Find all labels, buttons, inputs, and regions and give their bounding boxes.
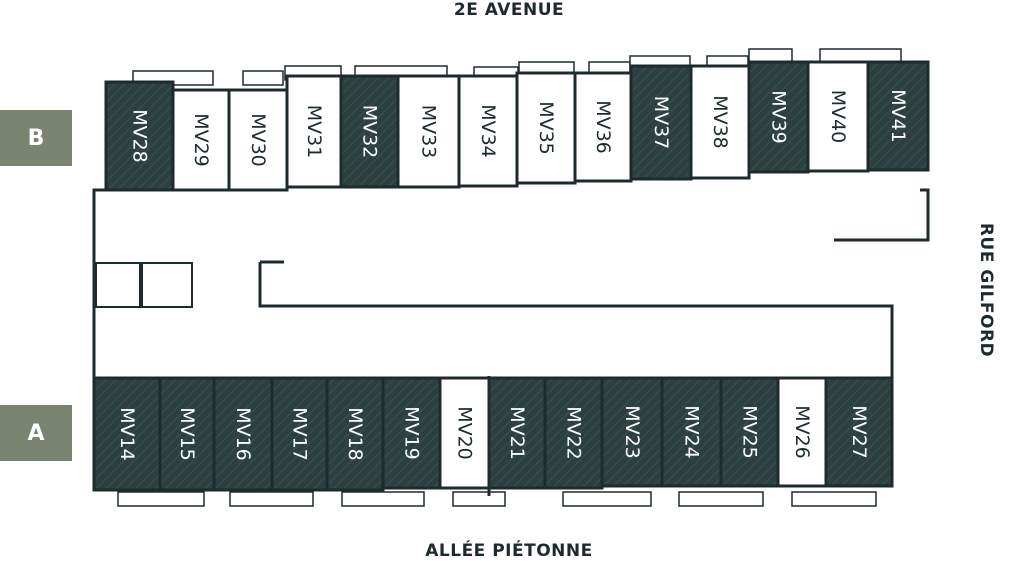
unit-shape[interactable] (747, 60, 810, 174)
unit-label: MV30 (247, 113, 269, 167)
corridor-outline (92, 188, 930, 378)
unit-mv14[interactable]: MV14 (92, 376, 162, 492)
unit-mv15[interactable]: MV15 (158, 376, 216, 492)
service-rooms (95, 262, 193, 308)
street-label-top: 2E AVENUE (453, 0, 565, 20)
unit-row-a: MV14 MV15 MV16 MV17 MV18 MV19 MV20 MV21 MV22 MV23… (92, 376, 894, 492)
unit-mv19[interactable]: MV19 (381, 376, 442, 490)
unit-mv40[interactable]: MV40 (806, 60, 870, 173)
balcony (678, 491, 764, 507)
unit-mv28[interactable]: MV28 (104, 80, 175, 192)
section-tag-a[interactable]: A (0, 405, 72, 461)
unit-label: MV21 (506, 406, 528, 460)
unit-mv16[interactable]: MV16 (212, 376, 274, 492)
unit-shape[interactable] (866, 60, 930, 172)
balcony (452, 491, 506, 507)
unit-mv32[interactable]: MV32 (339, 74, 400, 189)
unit-mv35[interactable]: MV35 (515, 71, 577, 185)
unit-shape[interactable] (515, 71, 577, 185)
unit-mv17[interactable]: MV17 (270, 376, 329, 492)
section-tag-b[interactable]: B (0, 110, 72, 166)
unit-label: MV22 (563, 406, 585, 460)
unit-shape[interactable] (457, 74, 519, 188)
unit-shape[interactable] (543, 376, 604, 490)
unit-label: MV28 (129, 109, 151, 163)
unit-shape[interactable] (104, 80, 175, 192)
unit-mv21[interactable]: MV21 (487, 376, 547, 490)
unit-label: MV31 (303, 105, 325, 159)
unit-label: MV18 (344, 407, 366, 461)
unit-shape[interactable] (438, 376, 491, 490)
balcony (229, 491, 314, 507)
unit-shape[interactable] (92, 376, 162, 492)
unit-mv41[interactable]: MV41 (866, 60, 930, 172)
unit-shape[interactable] (806, 60, 870, 173)
unit-label: MV26 (791, 405, 813, 459)
unit-mv31[interactable]: MV31 (285, 74, 343, 189)
unit-label: MV23 (621, 405, 643, 459)
unit-mv18[interactable]: MV18 (325, 376, 385, 492)
unit-mv33[interactable]: MV33 (396, 74, 461, 189)
unit-label: MV34 (477, 104, 499, 158)
unit-shape[interactable] (158, 376, 216, 492)
unit-shape[interactable] (689, 64, 751, 180)
unit-label: MV25 (739, 405, 761, 459)
unit-mv24[interactable]: MV24 (660, 376, 723, 488)
unit-label: MV15 (176, 407, 198, 461)
unit-label: MV36 (592, 100, 614, 154)
unit-shape[interactable] (776, 376, 828, 488)
unit-mv22[interactable]: MV22 (543, 376, 604, 490)
unit-label: MV14 (116, 407, 138, 461)
unit-label: MV27 (848, 405, 870, 459)
unit-label: MV32 (359, 105, 381, 159)
unit-shape[interactable] (325, 376, 385, 492)
balconies-bottom (117, 491, 877, 507)
unit-label: MV37 (650, 96, 672, 150)
unit-shape[interactable] (339, 74, 400, 189)
unit-label: MV17 (289, 407, 311, 461)
balcony (117, 491, 205, 507)
street-label-bottom: ALLÉE PIÉTONNE (425, 541, 593, 561)
balcony (791, 491, 877, 507)
unit-label: MV39 (768, 90, 790, 144)
unit-mv29[interactable]: MV29 (171, 88, 231, 192)
balcony (242, 70, 284, 86)
unit-mv36[interactable]: MV36 (573, 71, 633, 183)
unit-mv23[interactable]: MV23 (600, 376, 664, 488)
unit-shape[interactable] (227, 88, 289, 192)
unit-label: MV29 (190, 113, 212, 167)
unit-label: MV38 (709, 95, 731, 149)
unit-mv39[interactable]: MV39 (747, 60, 810, 174)
unit-shape[interactable] (270, 376, 329, 492)
unit-mv20[interactable]: MV20 (438, 376, 491, 490)
unit-row-b: MV28 MV29 MV30 MV31 MV32 MV33 MV34 MV35 MV36 MV37… (104, 60, 930, 192)
unit-shape[interactable] (487, 376, 547, 490)
unit-label: MV33 (418, 105, 440, 159)
unit-label: MV20 (454, 406, 476, 460)
unit-shape[interactable] (600, 376, 664, 488)
unit-label: MV35 (535, 101, 557, 155)
unit-shape[interactable] (824, 376, 894, 488)
unit-shape[interactable] (285, 74, 343, 189)
balcony (341, 491, 425, 507)
unit-mv25[interactable]: MV25 (719, 376, 780, 488)
unit-mv38[interactable]: MV38 (689, 64, 751, 180)
unit-mv30[interactable]: MV30 (227, 88, 289, 192)
unit-mv37[interactable]: MV37 (629, 64, 693, 181)
unit-shape[interactable] (573, 71, 633, 183)
unit-shape[interactable] (396, 74, 461, 189)
unit-label: MV41 (887, 89, 909, 143)
unit-label: MV19 (401, 406, 423, 460)
unit-label: MV16 (232, 407, 254, 461)
unit-mv27[interactable]: MV27 (824, 376, 894, 488)
unit-mv26[interactable]: MV26 (776, 376, 828, 488)
unit-label: MV24 (681, 405, 703, 459)
unit-label: MV40 (827, 90, 849, 144)
unit-mv34[interactable]: MV34 (457, 74, 519, 188)
balcony (562, 491, 652, 507)
